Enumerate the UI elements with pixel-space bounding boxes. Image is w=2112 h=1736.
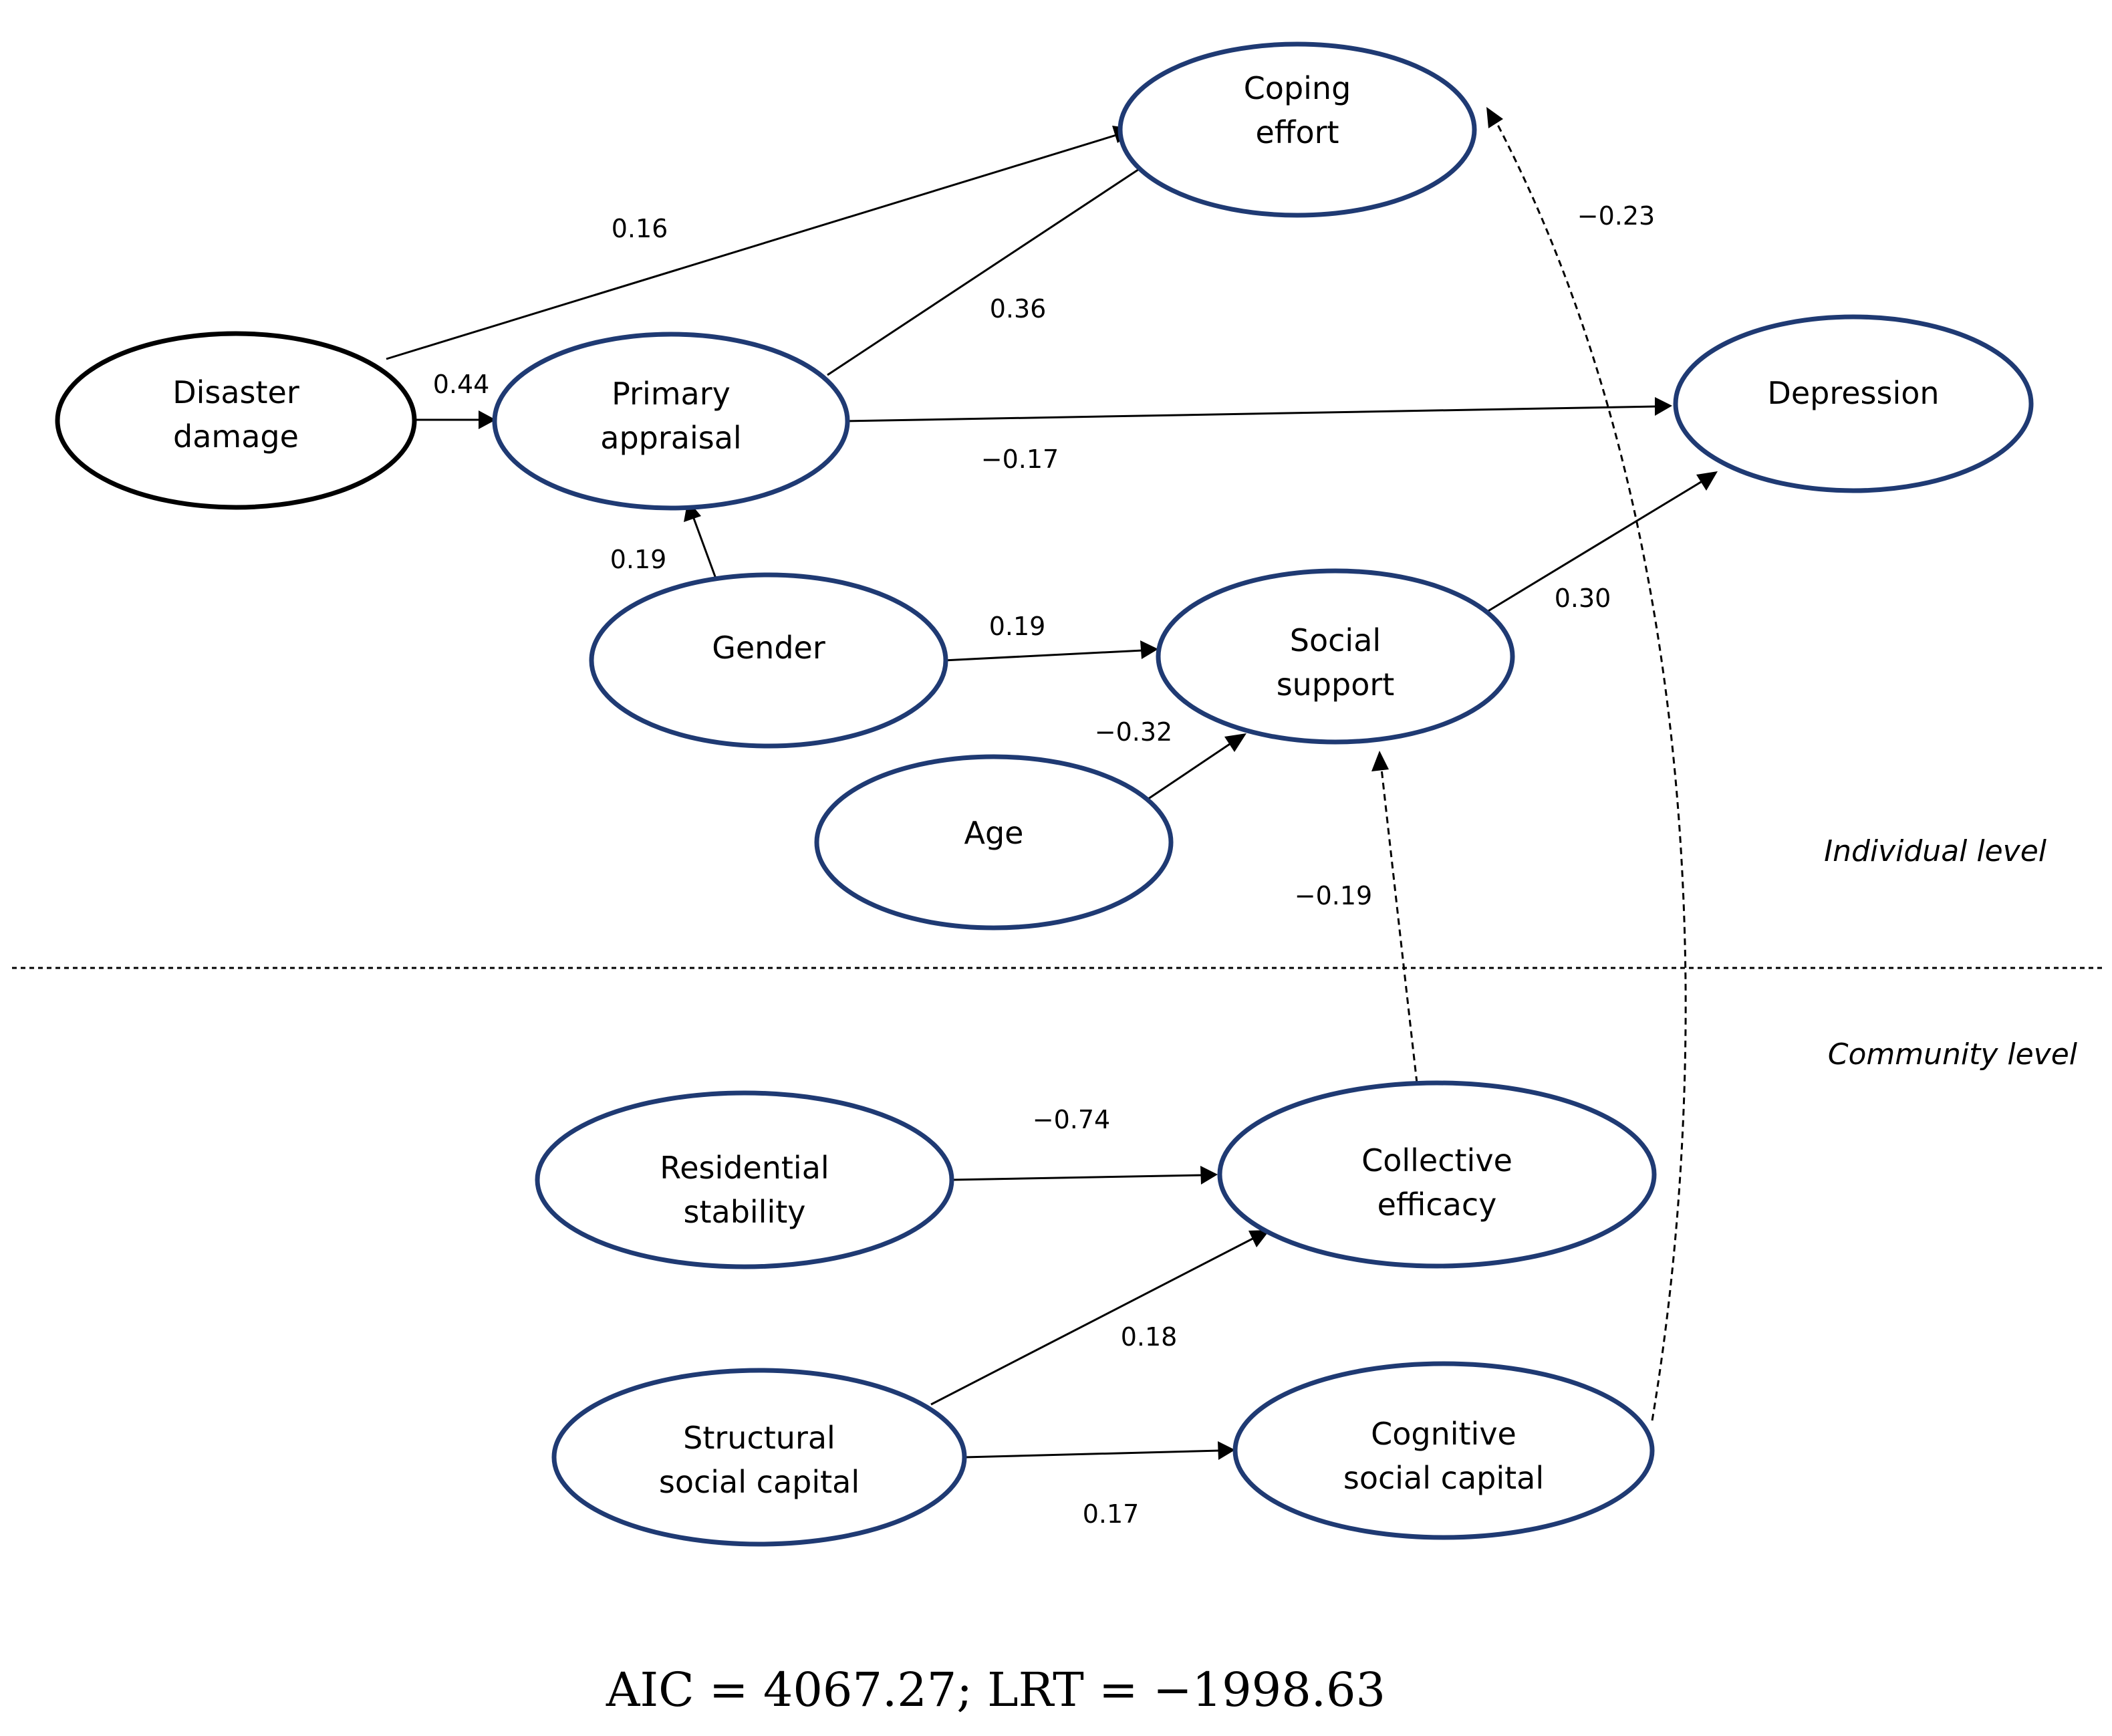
edge-residential-stability-to-collective-efficacy	[951, 1166, 1218, 1185]
level-label-individual: Individual level	[1824, 834, 2047, 868]
edge-social-support-to-depression	[1486, 471, 1718, 613]
level-label-community: Community level	[1828, 1037, 2078, 1072]
coef-residential-to-efficacy: −0.74	[1033, 1105, 1110, 1134]
edge-collective-efficacy-to-social-support	[1371, 751, 1418, 1084]
node-label-disaster-damage-line1: Disaster	[172, 374, 299, 410]
edge-gender-to-primary-appraisal	[684, 500, 718, 581]
edge-age-to-social-support	[1146, 733, 1246, 801]
coef-appraisal-to-depression: −0.17	[981, 445, 1059, 474]
node-label-collective-efficacy-line2: efficacy	[1377, 1187, 1497, 1223]
node-label-primary-appraisal-line1: Primary	[612, 376, 731, 412]
coef-support-to-depression: 0.30	[1555, 584, 1611, 613]
edge-structural-to-collective-efficacy	[930, 1230, 1270, 1406]
node-label-cognitive-social-capital-line1: Cognitive	[1371, 1416, 1516, 1452]
edge-primary-appraisal-to-coping-effort	[827, 151, 1166, 376]
node-label-structural-social-capital-line1: Structural	[683, 1420, 835, 1456]
node-depression: Depression	[1673, 314, 2034, 493]
node-primary-appraisal: Primary appraisal	[492, 332, 850, 511]
node-label-primary-appraisal-line2: appraisal	[600, 420, 741, 456]
node-structural-social-capital: Structural social capital	[551, 1368, 967, 1547]
node-label-disaster-damage-line2: damage	[173, 418, 299, 455]
node-social-support: Social support	[1156, 568, 1515, 745]
edge-cognitive-social-capital-to-coping-effort	[1486, 107, 1687, 1421]
coef-structural-to-cognitive: 0.17	[1083, 1499, 1140, 1529]
coef-efficacy-to-support: −0.19	[1295, 881, 1372, 910]
node-label-social-support-line1: Social	[1290, 622, 1381, 658]
edge-disaster-damage-to-coping-effort	[386, 126, 1136, 360]
node-label-gender: Gender	[712, 630, 825, 666]
node-label-residential-stability-line1: Residential	[660, 1150, 829, 1186]
node-label-social-support-line2: support	[1277, 666, 1395, 703]
node-label-collective-efficacy-line1: Collective	[1361, 1142, 1512, 1179]
edge-structural-to-cognitive-social-capital	[964, 1441, 1235, 1460]
node-label-residential-stability-line2: stability	[684, 1194, 806, 1230]
node-label-age: Age	[964, 815, 1024, 851]
node-label-cognitive-social-capital-line2: social capital	[1343, 1460, 1544, 1496]
node-label-depression: Depression	[1767, 375, 1939, 411]
edge-coefficients: 0.16 0.36 0.44 −0.17 0.19 0.19 0.30 −0.3…	[433, 201, 1656, 1529]
coef-structural-to-efficacy: 0.18	[1121, 1322, 1178, 1352]
nodes: Coping effort Disaster damage Primary ap…	[55, 41, 2034, 1547]
node-cognitive-social-capital: Cognitive social capital	[1232, 1361, 1655, 1540]
coef-gender-to-appraisal: 0.19	[610, 545, 667, 574]
coef-cognitive-to-coping: −0.23	[1577, 201, 1655, 231]
node-disaster-damage: Disaster damage	[55, 331, 417, 510]
node-label-coping-effort-line1: Coping	[1244, 70, 1351, 106]
coef-disaster-to-coping: 0.16	[612, 214, 668, 243]
node-age: Age	[814, 754, 1174, 931]
node-residential-stability: Residential stability	[535, 1090, 954, 1269]
edges	[386, 107, 1718, 1460]
model-fit-statistics: AIC = 4067.27; LRT = −1998.63	[606, 1662, 1385, 1717]
edge-gender-to-social-support	[943, 640, 1158, 662]
node-coping-effort: Coping effort	[1117, 41, 1477, 218]
node-gender: Gender	[589, 572, 948, 749]
coef-appraisal-to-coping: 0.36	[990, 294, 1047, 324]
coef-disaster-to-appraisal: 0.44	[433, 370, 490, 399]
node-label-coping-effort-line2: effort	[1255, 114, 1339, 150]
node-collective-efficacy: Collective efficacy	[1217, 1080, 1657, 1269]
edge-disaster-damage-to-primary-appraisal	[414, 410, 496, 429]
node-label-structural-social-capital-line2: social capital	[659, 1464, 860, 1500]
edge-primary-appraisal-to-depression	[845, 397, 1672, 422]
coef-gender-to-support: 0.19	[989, 612, 1046, 641]
coef-age-to-support: −0.32	[1095, 717, 1172, 747]
